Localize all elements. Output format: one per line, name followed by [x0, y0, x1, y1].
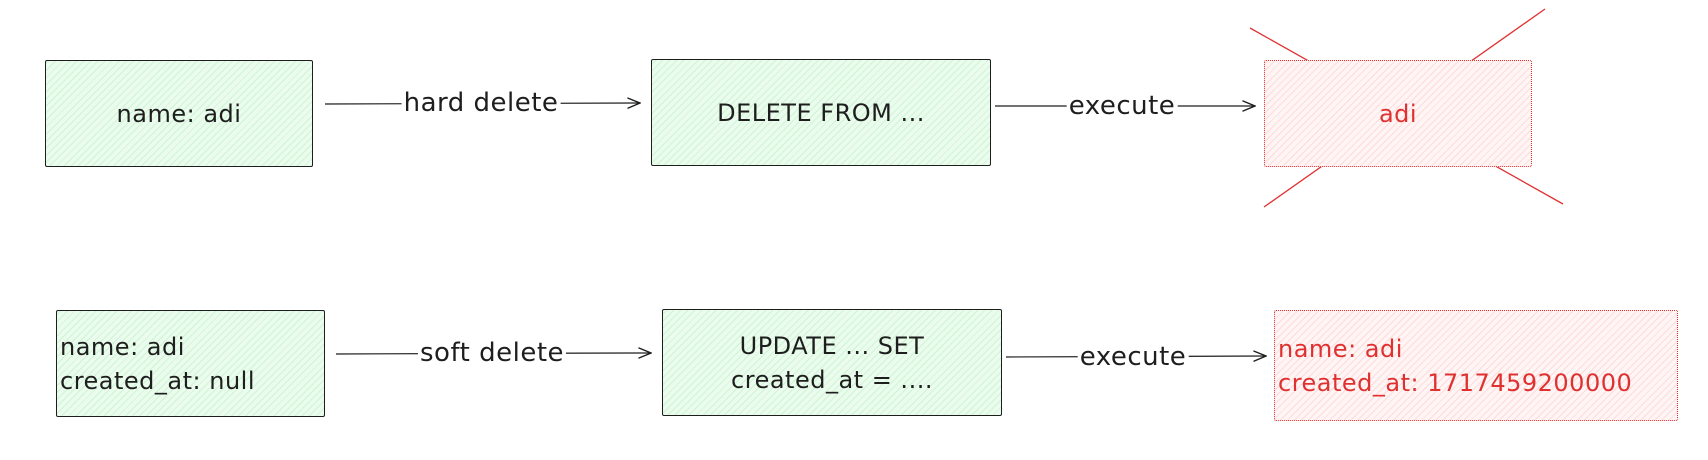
delete-query-text: DELETE FROM ... [717, 98, 925, 127]
soft-delete-label: soft delete [417, 338, 567, 368]
source-record-text: name: adi [116, 99, 242, 128]
source-record-line-name: name: adi [60, 332, 185, 361]
delete-query-box: DELETE FROM ... [651, 59, 991, 166]
source-record-line-created-at: created_at: null [60, 366, 256, 395]
execute-label-bottom: execute [1077, 342, 1189, 372]
soft-delete-source-record: name: adi created_at: null [56, 310, 325, 417]
execute-label-top: execute [1066, 91, 1178, 121]
soft-deleted-record-box: name: adi created_at: 1717459200000 [1274, 310, 1678, 421]
update-query-line-2: created_at = .... [731, 365, 933, 394]
soft-deleted-line-created-at: created_at: 1717459200000 [1278, 368, 1633, 397]
deleted-record-text: adi [1378, 99, 1418, 128]
hard-delete-label: hard delete [401, 88, 561, 118]
update-query-box: UPDATE ... SET created_at = .... [662, 309, 1002, 416]
deleted-record-box: adi [1264, 60, 1532, 167]
hard-delete-source-record: name: adi [45, 60, 313, 167]
update-query-line-1: UPDATE ... SET [739, 331, 925, 360]
soft-deleted-line-name: name: adi [1278, 334, 1403, 363]
